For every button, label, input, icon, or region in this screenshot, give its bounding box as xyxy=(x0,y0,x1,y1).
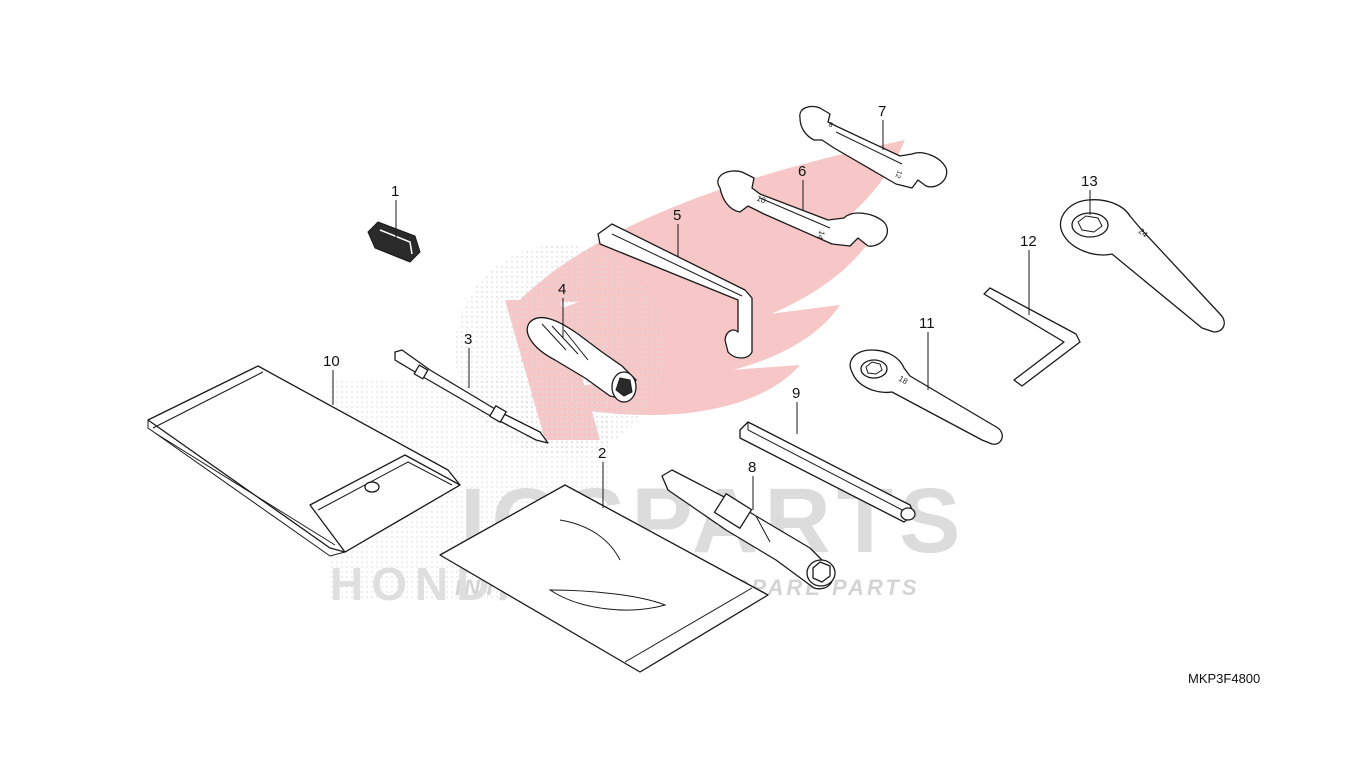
part-1-fuse-clip[interactable] xyxy=(367,221,421,263)
part-12-hex-key[interactable] xyxy=(983,287,1081,387)
part-3-screwdriver-bit[interactable] xyxy=(394,349,549,444)
part-7-open-wrench[interactable]: 8 12 xyxy=(799,105,948,189)
callout-numbers: 1 2 3 4 5 6 7 8 9 10 11 12 13 xyxy=(323,103,1098,476)
part-6-size-small: 10 xyxy=(755,194,767,206)
part-5-hook-wrench[interactable] xyxy=(597,223,753,359)
leader-lines xyxy=(332,120,1091,510)
part-7-size-large: 12 xyxy=(893,169,902,179)
part-2-manual[interactable] xyxy=(439,484,769,673)
part-9-extension-bar[interactable] xyxy=(739,421,916,523)
callout-2[interactable]: 2 xyxy=(598,445,606,462)
callout-13[interactable]: 13 xyxy=(1081,173,1098,190)
part-6-size-large: 14 xyxy=(815,229,827,241)
callout-8[interactable]: 8 xyxy=(748,459,756,476)
callout-11[interactable]: 11 xyxy=(919,315,935,332)
part-8-plug-wrench[interactable] xyxy=(661,469,836,590)
diagram-code: MKP3F4800 xyxy=(1188,671,1261,686)
callout-1[interactable]: 1 xyxy=(391,183,399,200)
part-4-handle[interactable] xyxy=(526,317,637,403)
part-13-ring-wrench[interactable]: 24 xyxy=(1059,199,1225,333)
callout-5[interactable]: 5 xyxy=(673,207,681,224)
callout-10[interactable]: 10 xyxy=(323,353,340,370)
callout-12[interactable]: 12 xyxy=(1020,233,1037,250)
callout-9[interactable]: 9 xyxy=(792,385,800,402)
callout-6[interactable]: 6 xyxy=(798,163,806,180)
callout-4[interactable]: 4 xyxy=(558,281,566,298)
part-11-ring-wrench[interactable]: 18 xyxy=(849,349,1003,445)
part-6-open-wrench[interactable]: 10 14 xyxy=(717,170,889,247)
part-10-tool-bag[interactable] xyxy=(147,365,461,557)
callout-3[interactable]: 3 xyxy=(464,331,472,348)
callout-7[interactable]: 7 xyxy=(878,103,886,120)
part-7-size-small: 8 xyxy=(827,121,834,129)
